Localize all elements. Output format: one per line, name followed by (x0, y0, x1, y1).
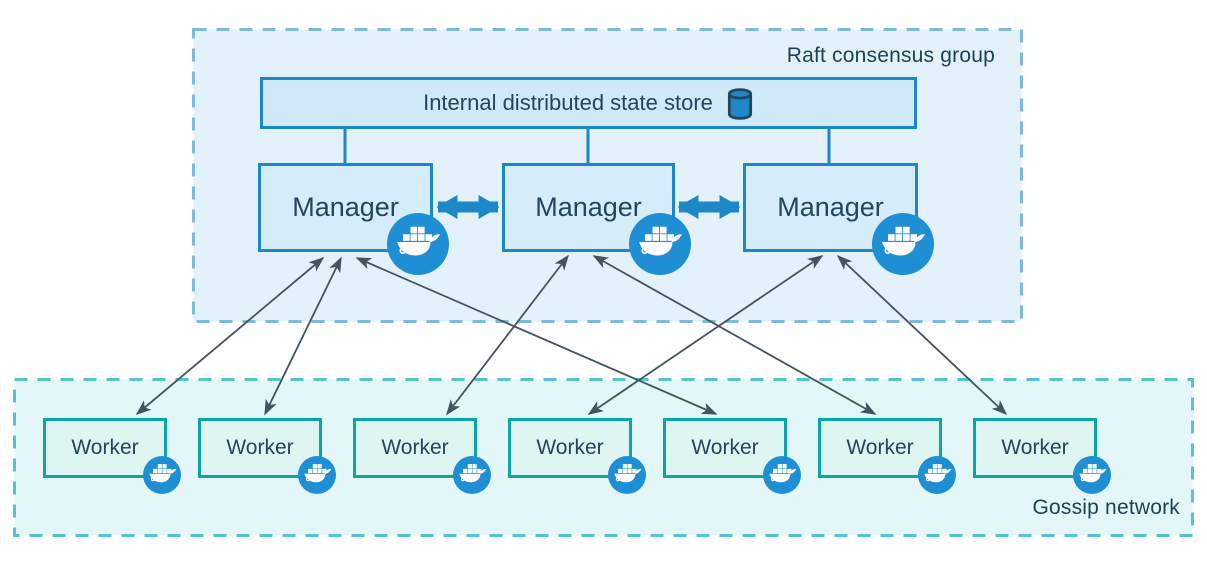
raft-group-label: Raft consensus group (786, 44, 995, 67)
worker-node-1: Worker (43, 418, 181, 494)
manager-worker-links (135, 254, 1008, 416)
docker-badge (629, 213, 691, 275)
docker-badge (608, 456, 646, 494)
manager-label: Manager (777, 192, 884, 222)
worker-label: Worker (691, 436, 759, 459)
state-store-label: Internal distributed state store (423, 90, 713, 115)
docker-whale-icon (148, 463, 177, 487)
docker-whale-icon (880, 225, 926, 263)
docker-whale-icon (613, 463, 642, 487)
worker-node-7: Worker (973, 418, 1111, 494)
docker-whale-icon (1078, 463, 1107, 487)
worker-node-6: Worker (818, 418, 956, 494)
docker-whale-icon (303, 463, 332, 487)
database-cylinder-icon (726, 88, 754, 120)
manager-3-worker-4-arrow (587, 255, 824, 415)
worker-node-2: Worker (198, 418, 336, 494)
docker-whale-icon (923, 463, 952, 487)
docker-badge (1073, 456, 1111, 494)
manager-node-1: Manager (258, 163, 449, 275)
manager-node-3: Manager (743, 163, 934, 275)
manager-label: Manager (292, 192, 399, 222)
docker-badge (143, 456, 181, 494)
store-connectors (343, 129, 831, 163)
manager-label: Manager (535, 192, 642, 222)
gossip-network-label: Gossip network (1032, 496, 1180, 519)
docker-badge (872, 213, 934, 275)
docker-badge (298, 456, 336, 494)
state-store-node: Internal distributed state store (260, 77, 917, 129)
manager-2-worker-3-arrow (446, 254, 569, 416)
worker-node-5: Worker (663, 418, 801, 494)
docker-whale-icon (458, 463, 487, 487)
docker-badge (387, 213, 449, 275)
worker-node-4: Worker (508, 418, 646, 494)
docker-whale-icon (637, 225, 683, 263)
worker-label: Worker (1001, 436, 1069, 459)
worker-label: Worker (536, 436, 604, 459)
worker-label: Worker (226, 436, 294, 459)
worker-label: Worker (71, 436, 139, 459)
worker-label: Worker (846, 436, 914, 459)
manager-node-2: Manager (502, 163, 691, 275)
manager-1-worker-2-arrow (264, 256, 342, 416)
worker-node-3: Worker (353, 418, 491, 494)
docker-whale-icon (395, 225, 441, 263)
docker-badge (453, 456, 491, 494)
docker-whale-icon (768, 463, 797, 487)
docker-badge (918, 456, 956, 494)
docker-badge (763, 456, 801, 494)
manager-3-worker-7-arrow (836, 254, 1008, 416)
worker-label: Worker (381, 436, 449, 459)
